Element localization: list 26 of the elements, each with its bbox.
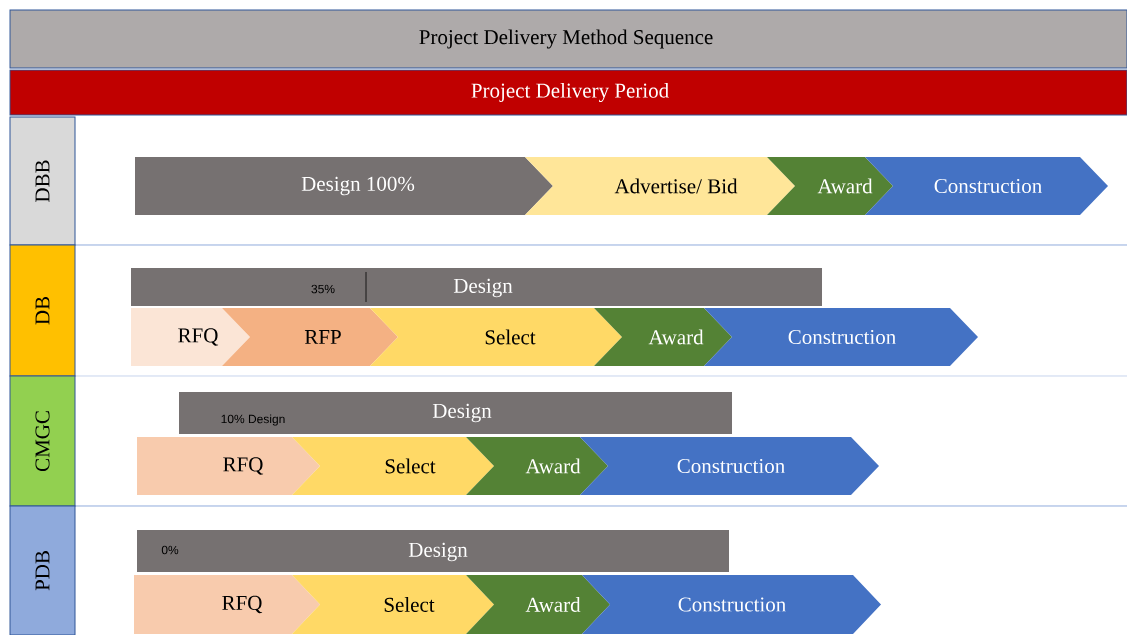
percent-label: 0% <box>161 545 179 555</box>
process-step: RFP <box>222 308 398 366</box>
process-step: Award <box>466 575 610 634</box>
percent-label: 35% <box>311 284 335 294</box>
process-step: Award <box>767 157 893 215</box>
process-step: RFQ <box>131 308 250 366</box>
bar-title: Design <box>408 542 468 562</box>
process-step: RFQ <box>137 437 320 495</box>
header-band: Project Delivery Period <box>9 69 1127 116</box>
process-step: Design 100% <box>135 157 553 215</box>
percent-label: 10% Design <box>221 414 285 426</box>
process-step: Advertise/ Bid <box>525 157 795 215</box>
process-step: RFQ <box>134 575 320 634</box>
process-step: Award <box>466 437 608 495</box>
row-label-box: CMGC <box>9 375 76 507</box>
bar-title: Design <box>432 403 492 423</box>
process-step: Award <box>594 308 732 366</box>
process-step: Construction <box>704 308 978 366</box>
row-label-box: DBB <box>9 116 76 246</box>
row-label-box: PDB <box>9 505 76 635</box>
header-band: Project Delivery Method Sequence <box>9 9 1127 69</box>
bar-title: Design <box>453 278 513 298</box>
process-step: Select <box>370 308 622 366</box>
process-step: Select <box>292 437 494 495</box>
process-step: Select <box>292 575 494 634</box>
row-label-box: DB <box>9 244 76 377</box>
